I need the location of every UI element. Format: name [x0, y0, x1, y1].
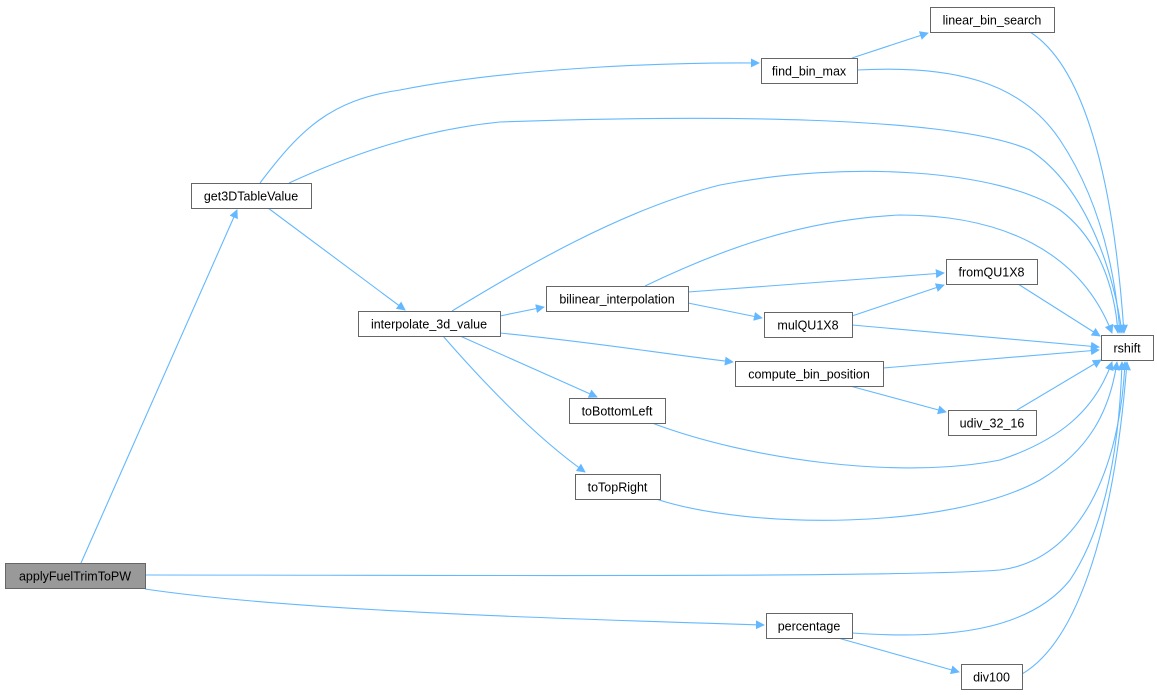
edge-mulQU1X8-to-fromQU1X8: [851, 283, 945, 317]
node-percentage[interactable]: percentage: [766, 613, 853, 639]
edge-div100-to-rshift: [1021, 361, 1131, 675]
node-box: [575, 474, 661, 500]
node-label: toTopRight: [588, 481, 648, 495]
node-label: fromQU1X8: [959, 266, 1025, 280]
edge-applyFuelTrimToPW-to-rshift: [144, 361, 1130, 577]
node-interpolate_3d_value[interactable]: interpolate_3d_value: [358, 311, 501, 337]
node-box: [546, 286, 689, 312]
node-label: find_bin_max: [772, 65, 847, 79]
edge-toBottomLeft-to-rshift: [651, 361, 1114, 469]
node-box: [1101, 335, 1154, 361]
node-label: bilinear_interpolation: [559, 293, 674, 307]
edge-find_bin_max-to-rshift: [856, 68, 1124, 334]
node-find_bin_max[interactable]: find_bin_max: [761, 58, 858, 84]
edge-mulQU1X8-to-rshift: [851, 324, 1100, 351]
edge-interpolate_3d_value-to-toTopRight: [442, 335, 586, 473]
node-bilinear_interpolation[interactable]: bilinear_interpolation: [546, 286, 689, 312]
node-label: div100: [973, 671, 1010, 685]
edge-get3DTableValue-to-find_bin_max: [259, 58, 760, 184]
edge-applyFuelTrimToPW-to-percentage: [144, 588, 765, 630]
node-box: [764, 312, 853, 338]
edge-get3DTableValue-to-rshift: [288, 117, 1126, 334]
node-label: percentage: [778, 620, 841, 634]
node-box: [5, 563, 146, 589]
edge-linear_bin_search-to-rshift: [1029, 31, 1128, 334]
node-label: get3DTableValue: [204, 190, 298, 204]
node-compute_bin_position[interactable]: compute_bin_position: [735, 361, 884, 387]
node-box: [735, 361, 884, 387]
edge-bilinear_interpolation-to-rshift: [644, 214, 1114, 334]
edge-interpolate_3d_value-to-toBottomLeft: [459, 335, 598, 398]
edge-percentage-to-rshift: [851, 361, 1127, 636]
edge-compute_bin_position-to-udiv_32_16: [849, 385, 947, 415]
node-applyFuelTrimToPW[interactable]: applyFuelTrimToPW: [5, 563, 146, 589]
node-label: compute_bin_position: [748, 368, 870, 382]
node-fromQU1X8[interactable]: fromQU1X8: [946, 259, 1038, 285]
node-box: [766, 613, 853, 639]
edge-compute_bin_position-to-rshift: [882, 346, 1100, 369]
edge-bilinear_interpolation-to-mulQU1X8: [687, 302, 763, 321]
node-label: mulQU1X8: [777, 319, 838, 333]
node-get3DTableValue[interactable]: get3DTableValue: [191, 183, 312, 209]
node-label: toBottomLeft: [582, 405, 653, 419]
edge-percentage-to-div100: [837, 637, 960, 675]
edge-get3DTableValue-to-interpolate_3d_value: [267, 207, 406, 311]
edge-find_bin_max-to-linear_bin_search: [851, 31, 929, 59]
node-box: [191, 183, 312, 209]
edge-bilinear_interpolation-to-fromQU1X8: [687, 269, 945, 293]
node-box: [930, 7, 1055, 33]
node-toBottomLeft[interactable]: toBottomLeft: [569, 398, 666, 424]
node-box: [946, 259, 1038, 285]
edge-interpolate_3d_value-to-compute_bin_position: [499, 332, 734, 366]
node-box: [761, 58, 858, 84]
node-toTopRight[interactable]: toTopRight: [575, 474, 661, 500]
node-label: rshift: [1113, 342, 1141, 356]
node-mulQU1X8[interactable]: mulQU1X8: [764, 312, 853, 338]
edge-udiv_32_16-to-rshift: [1016, 359, 1102, 411]
edge-fromQU1X8-to-rshift: [1017, 283, 1101, 337]
edge-toTopRight-to-rshift: [655, 361, 1121, 521]
node-box: [961, 664, 1023, 690]
node-box: [948, 410, 1037, 436]
edge-applyFuelTrimToPW-to-get3DTableValue: [80, 209, 238, 564]
node-box: [358, 311, 501, 337]
node-label: udiv_32_16: [960, 417, 1025, 431]
edge-interpolate_3d_value-to-bilinear_interpolation: [499, 304, 545, 317]
edge-interpolate_3d_value-to-rshift: [451, 170, 1122, 334]
node-div100[interactable]: div100: [961, 664, 1023, 690]
node-rshift[interactable]: rshift: [1101, 335, 1154, 361]
node-label: linear_bin_search: [943, 14, 1042, 28]
node-udiv_32_16[interactable]: udiv_32_16: [948, 410, 1037, 436]
node-linear_bin_search[interactable]: linear_bin_search: [930, 7, 1055, 33]
node-box: [569, 398, 666, 424]
node-label: applyFuelTrimToPW: [19, 570, 131, 584]
node-label: interpolate_3d_value: [371, 318, 487, 332]
